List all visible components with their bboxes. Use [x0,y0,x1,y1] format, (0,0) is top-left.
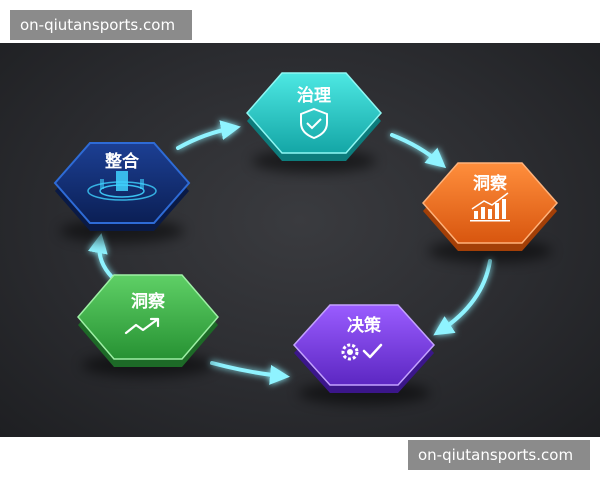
arrow-governance-to-insight [390,133,447,169]
trend-up-icon [124,317,160,335]
cycle-diagram: 整合 治理 洞察 [0,43,600,437]
data-platform-icon [87,171,157,201]
node-governance: 治理 [246,72,382,173]
node-governance-label: 治理 [297,85,331,106]
arrow-insight-to-decision [433,259,492,336]
node-integration-label: 整合 [105,151,140,172]
node-insight-right: 洞察 [422,162,558,263]
node-insight-left: 洞察 [77,274,219,377]
bar-chart-icon [470,192,510,222]
node-integration: 整合 [53,142,191,243]
arrow-integration-to-governance [176,120,241,150]
node-decision: 决策 [292,304,436,405]
cycle-diagram-svg: 整合 治理 洞察 [53,72,558,405]
node-decision-label: 决策 [347,315,382,336]
watermark-bottom: on-qiutansports.com [408,440,590,470]
node-insight-left-label: 洞察 [131,291,166,312]
watermark-top: on-qiutansports.com [10,10,192,40]
arrow-insight-to-decision-left [210,361,290,385]
gear-check-icon [341,343,383,361]
node-insight-right-label: 洞察 [473,173,508,194]
shield-check-icon [300,107,328,140]
